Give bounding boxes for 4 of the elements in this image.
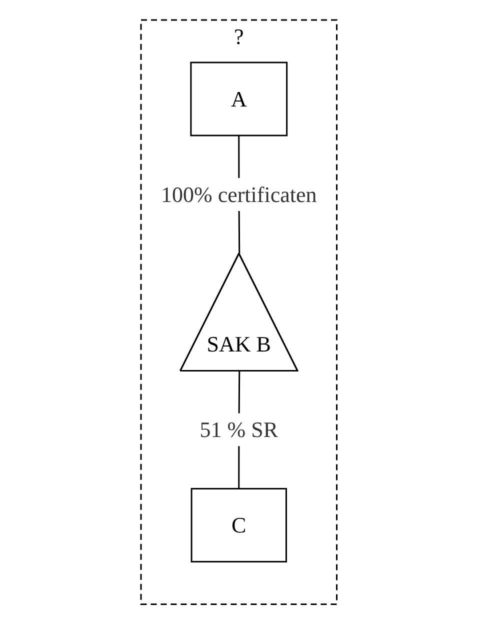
- edge-label: 51 % SR: [199, 417, 278, 442]
- node-box: C: [190, 488, 287, 562]
- edge-label: 100% certificaten: [160, 182, 316, 207]
- node-box: A: [190, 62, 288, 136]
